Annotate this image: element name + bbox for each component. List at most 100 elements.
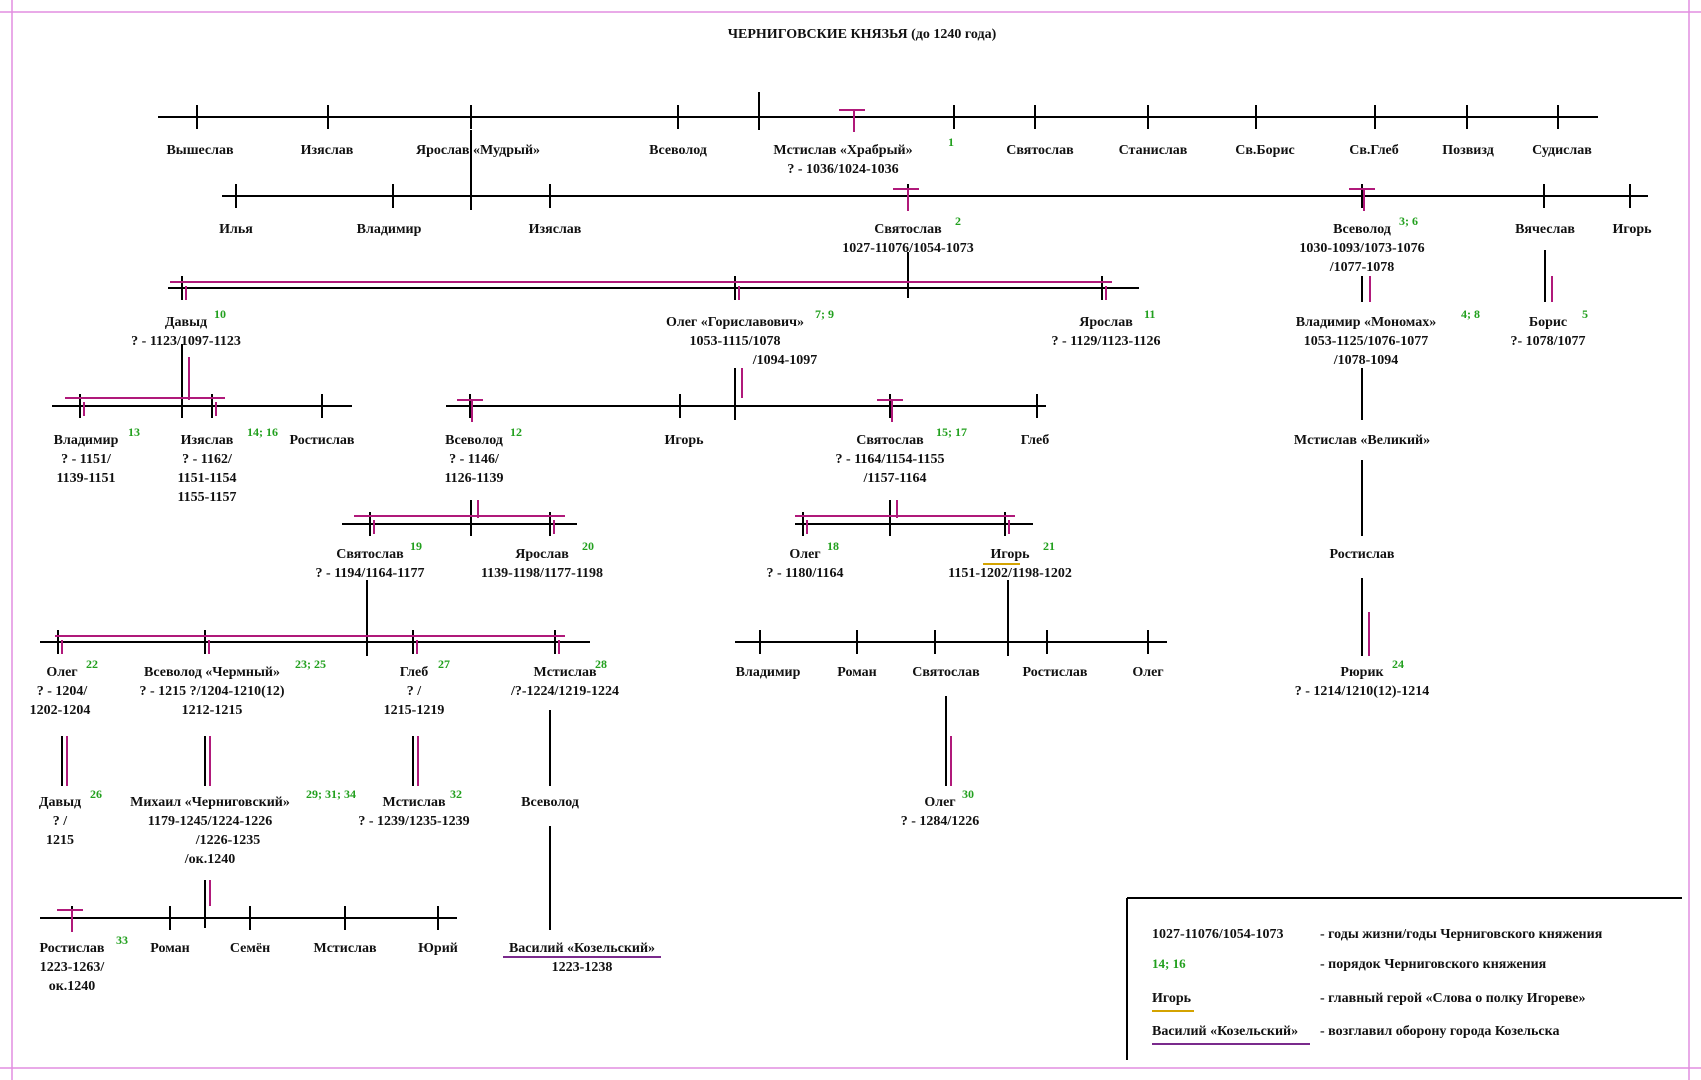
reign-order-number: 3; 6 (1399, 214, 1418, 228)
reign-order-number: 27 (438, 657, 450, 671)
person-name: Изяслав (181, 433, 234, 448)
person-name: Всеволод (1333, 222, 1391, 237)
reign-order-number: 26 (90, 787, 102, 801)
person-name: Роман (150, 941, 189, 956)
reign-order-number: 30 (962, 787, 974, 801)
person-name: Вячеслав (1515, 222, 1575, 237)
reign-order-number: 4; 8 (1461, 307, 1480, 321)
person-name: Святослав (1006, 143, 1074, 158)
person-dates: 1139-1198/1177-1198 (481, 566, 603, 581)
reign-order-number: 12 (510, 425, 522, 439)
person-name: Олег (1132, 665, 1163, 680)
legend-description: - порядок Черниговского княжения (1320, 957, 1547, 972)
person-name: Ярослав «Мудрый» (416, 143, 540, 158)
person-name: Владимир (54, 433, 119, 448)
legend-key: 1027-11076/1054-1073 (1152, 927, 1283, 942)
person-name: Всеволод (649, 143, 707, 158)
person-dates: ? - 1146/ (449, 452, 500, 467)
person-dates: ? - 1164/1154-1155 (836, 452, 945, 467)
person-name: Всеволод (521, 795, 579, 810)
person-name: Мстислав «Великий» (1294, 433, 1430, 448)
person-dates: /ок.1240 (184, 852, 235, 867)
person-name: Судислав (1532, 143, 1592, 158)
reign-order-number: 10 (214, 307, 226, 321)
person-name: Игорь (664, 433, 704, 448)
reign-order-number: 13 (128, 425, 140, 439)
reign-order-number: 33 (116, 933, 128, 947)
person-name: Владимир (357, 222, 422, 237)
person-dates: 1030-1093/1073-1076 (1299, 241, 1424, 256)
reign-order-number: 7; 9 (815, 307, 834, 321)
person-name: Глеб (400, 665, 428, 680)
person-dates: ? - 1239/1235-1239 (358, 814, 469, 829)
person-name: Станислав (1119, 143, 1188, 158)
person-name: Давыд (165, 315, 207, 330)
person-name: Всеволод (445, 433, 503, 448)
person-dates: 1223-1263/ (40, 960, 106, 975)
person-name: Святослав (874, 222, 942, 237)
person-dates: ? - 1162/ (182, 452, 233, 467)
person-dates: 1223-1238 (552, 960, 613, 975)
legend-key: 14; 16 (1152, 956, 1186, 971)
person-dates: 1053-1125/1076-1077 (1304, 334, 1428, 349)
reign-order-number: 11 (1144, 307, 1155, 321)
person-name: Юрий (418, 941, 458, 956)
person-name: Ростислав (290, 433, 355, 448)
person-name: Олег (46, 665, 77, 680)
legend-key: Василий «Козельский» (1152, 1024, 1298, 1039)
legend-description: - главный герой «Слова о полку Игореве» (1320, 991, 1585, 1006)
person-name: Семён (230, 941, 270, 956)
person-dates: 1027-11076/1054-1073 (842, 241, 973, 256)
reign-order-number: 14; 16 (247, 425, 278, 439)
person-dates: 1151-1202/1198-1202 (948, 566, 1072, 581)
reign-order-number: 5 (1582, 307, 1588, 321)
person-dates: ? / (407, 684, 423, 699)
person-name: Олег «Гориславович» (666, 315, 804, 330)
legend: 1027-11076/1054-1073- годы жизни/годы Че… (1126, 897, 1682, 1060)
person-name: Глеб (1021, 433, 1049, 448)
person-name: Святослав (856, 433, 924, 448)
person-name: Владимир (736, 665, 801, 680)
person-name: Изяслав (529, 222, 582, 237)
person-dates: /1157-1164 (862, 471, 926, 486)
person-name: Св.Борис (1235, 143, 1295, 158)
succession-marks (55, 109, 1553, 958)
person-name: Рюрик (1340, 665, 1384, 680)
person-dates: ок.1240 (49, 979, 96, 994)
person-dates: /?-1224/1219-1224 (510, 684, 619, 699)
person-name: Ростислав (40, 941, 105, 956)
person-dates: ? - 1151/ (61, 452, 112, 467)
person-dates: ? - 1123/1097-1123 (131, 334, 241, 349)
person-name: Святослав (336, 547, 404, 562)
person-dates: ? / (53, 814, 69, 829)
reign-order-number: 2 (955, 214, 961, 228)
person-dates: ? - 1204/ (37, 684, 89, 699)
person-name: Давыд (39, 795, 81, 810)
reign-order-number: 21 (1043, 539, 1055, 553)
reign-order-number: 24 (1392, 657, 1404, 671)
person-dates: 1215-1219 (384, 703, 445, 718)
person-dates: ? - 1180/1164 (766, 566, 843, 581)
person-dates: ? - 1194/1164-1177 (316, 566, 425, 581)
reign-order-number: 23; 25 (295, 657, 326, 671)
legend-description: - возглавил оборону города Козельска (1320, 1024, 1560, 1039)
person-name: Игорь (1612, 222, 1652, 237)
reign-order-number: 29; 31; 34 (306, 787, 356, 801)
person-dates: ? - 1284/1226 (901, 814, 980, 829)
person-name: Всеволод «Чермный» (144, 665, 280, 680)
person-dates: /1094-1097 (752, 353, 818, 368)
reign-order-number: 15; 17 (936, 425, 967, 439)
person-name: Ростислав (1023, 665, 1088, 680)
person-name: Святослав (912, 665, 980, 680)
reign-order-number: 32 (450, 787, 462, 801)
person-dates: /1226-1235 (195, 833, 261, 848)
person-name: Мстислав (314, 941, 377, 956)
person-dates: 1126-1139 (444, 471, 503, 486)
person-name: Ярослав (515, 547, 569, 562)
person-dates: 1215 (46, 833, 74, 848)
person-dates: 1212-1215 (182, 703, 243, 718)
person-name: Илья (219, 222, 253, 237)
